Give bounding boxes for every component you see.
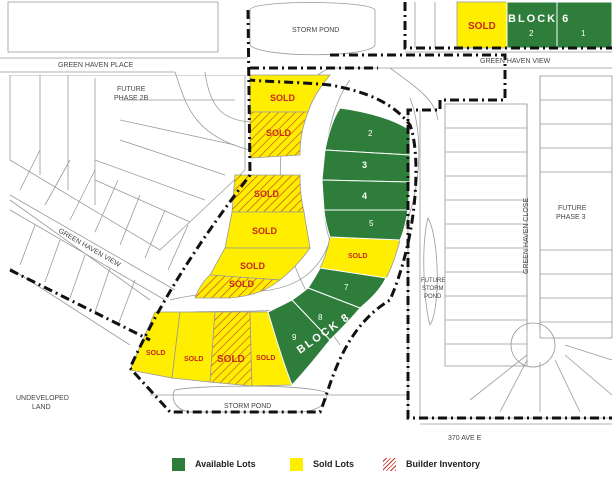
- storm-pond-bottom-label: STORM POND: [224, 403, 271, 410]
- storm-pond-top-label: STORM POND: [292, 27, 339, 34]
- block8-lot-2: 2: [368, 129, 373, 138]
- green-haven-close-label: GREEN HAVEN CLOSE: [523, 198, 530, 274]
- legend-sold-swatch: [290, 457, 303, 471]
- block6-lots: [456, 1, 613, 49]
- sold-label-west-3: SOLD: [240, 261, 266, 271]
- legend-available-swatch: [172, 457, 185, 471]
- future-phase-3-line2: PHASE 3: [556, 214, 586, 221]
- block6-lot-2: 2: [529, 29, 534, 38]
- phase-boundary-right: [330, 2, 612, 420]
- block8-lot-3: 3: [362, 160, 367, 170]
- sold-label-south-4: SOLD: [256, 355, 275, 362]
- sold-lots-north: [249, 74, 331, 159]
- future-phase-2b-line1: FUTURE: [117, 86, 146, 93]
- block8-lot-8: 8: [318, 313, 323, 322]
- sold-label-south-2: SOLD: [184, 356, 203, 363]
- storm-pond-bottom: [172, 385, 328, 413]
- available-lots-block8: [267, 107, 411, 386]
- legend-available: Available Lots: [172, 457, 256, 471]
- sold-lots-south: [129, 311, 293, 387]
- future-storm-pond-line2: STORM: [422, 286, 444, 292]
- undeveloped-line1: UNDEVELOPED: [16, 395, 69, 402]
- block6-sold-text: SOLD: [468, 21, 496, 32]
- future-phase-3-line1: FUTURE: [558, 205, 587, 212]
- sold-lots-west: [194, 174, 311, 299]
- background-lot-lines: [7, 1, 613, 413]
- legend-sold: Sold Lots: [290, 457, 354, 471]
- sold-label-west-2: SOLD: [252, 226, 278, 236]
- block8-lot-4: 4: [362, 191, 367, 201]
- phase-boundary-left: [9, 66, 378, 342]
- block8-lot-5: 5: [369, 219, 374, 228]
- undeveloped-line2: LAND: [32, 404, 51, 411]
- sold-label-west-4: SOLD: [229, 279, 255, 289]
- storm-ponds: [172, 2, 438, 413]
- block6-label: BLOCK 6: [508, 13, 570, 25]
- future-phase-2b-line2: PHASE 2B: [114, 95, 149, 102]
- sold-label-south-3: SOLD: [217, 354, 245, 365]
- sold-label-east: SOLD: [348, 253, 367, 260]
- block8-lot-7: 7: [344, 283, 349, 292]
- green-haven-place-label: GREEN HAVEN PLACE: [58, 62, 134, 69]
- future-storm-pond-line1: FUTURE: [421, 278, 445, 284]
- sold-label-south-1: SOLD: [146, 350, 165, 357]
- green-haven-view-top-label: GREEN HAVEN VIEW: [480, 58, 551, 65]
- legend-sold-label: Sold Lots: [313, 459, 354, 469]
- sold-label-north-1: SOLD: [270, 93, 296, 103]
- block6-lot-1: 1: [581, 29, 586, 38]
- legend: Available Lots Sold Lots Builder Invento…: [0, 450, 616, 480]
- legend-builder-swatch: [383, 457, 396, 471]
- sold-label-west-1: SOLD: [254, 189, 280, 199]
- sold-label-north-2: SOLD: [266, 128, 292, 138]
- legend-builder: Builder Inventory: [383, 457, 480, 471]
- future-storm-pond: [423, 216, 438, 326]
- green-haven-view-left-label: GREEN HAVEN VIEW: [57, 228, 122, 269]
- subdivision-map: STORM POND GREEN HAVEN PLACE GREEN HAVEN…: [0, 1, 613, 442]
- avenue-label: 370 AVE E: [448, 435, 482, 442]
- storm-pond-top: [249, 2, 376, 56]
- block8-lot-9: 9: [292, 333, 297, 342]
- legend-builder-label: Builder Inventory: [406, 459, 481, 469]
- legend-available-label: Available Lots: [195, 459, 256, 469]
- future-storm-pond-line3: POND: [424, 294, 442, 300]
